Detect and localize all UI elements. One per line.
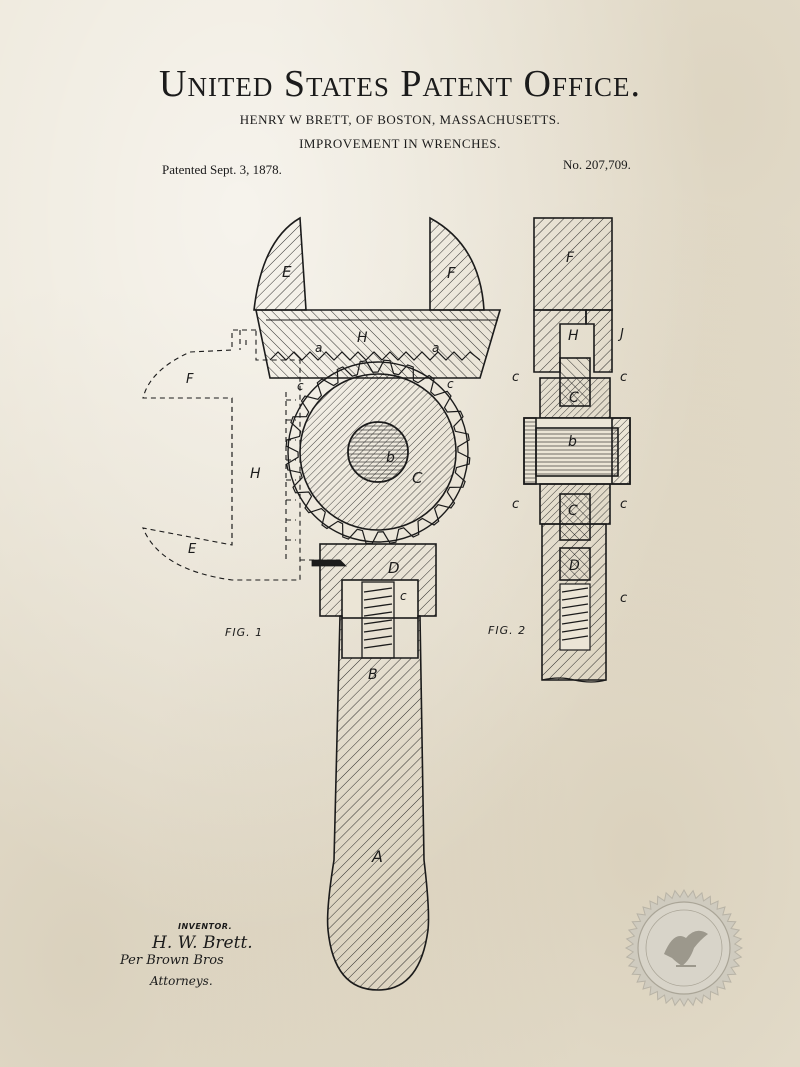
fig2-label-c-br: c — [620, 497, 627, 512]
fig2-label-j: J — [617, 327, 624, 342]
fig2-label-f: F — [566, 250, 575, 266]
label-b: B — [368, 667, 378, 683]
label-h: H — [357, 330, 368, 346]
label-a2: a — [432, 341, 439, 355]
inventor-caption: INVENTOR. — [178, 922, 233, 931]
ghost-jaw-assembly — [142, 329, 340, 581]
label-e: E — [282, 263, 292, 281]
inventor-line: HENRY W BRETT, OF BOSTON, MASSACHUSETTS. — [239, 112, 561, 127]
fig2-label-c-low: C — [568, 503, 578, 519]
handle-a-b — [326, 615, 430, 991]
figure-2 — [523, 217, 631, 683]
inventor-signature: H. W. Brett. — [152, 933, 253, 953]
attorneys-role: Attorneys. — [150, 974, 213, 988]
fig1-part-labels: E F H a a c c C b D c B A — [282, 263, 456, 866]
fig2-label-c-tr: c — [620, 370, 627, 385]
patent-number: No. 207,709. — [563, 157, 631, 172]
label-pinion-c: C — [412, 469, 423, 487]
ghost-jaw-top-label: F — [186, 372, 194, 387]
ghost-jaw-bottom-label: E — [188, 542, 197, 557]
fig2-label-b: b — [568, 434, 577, 450]
patented-date: Patented Sept. 3, 1878. — [162, 162, 282, 177]
eagle-seal-icon — [624, 888, 744, 1008]
jaw-left-e — [253, 216, 307, 311]
ghost-bar-label: H — [250, 466, 261, 482]
label-c-right: c — [447, 377, 454, 391]
improvement-line: IMPROVEMENT IN WRENCHES. — [299, 136, 501, 151]
jaw-right-f — [429, 216, 485, 311]
fig2-label-d: D — [569, 558, 580, 574]
fig2-label-h: H — [568, 328, 579, 344]
page-title: United States Patent Office. — [159, 63, 641, 105]
pinion-gear — [285, 359, 471, 545]
rack-bar-h — [255, 309, 502, 379]
label-hub-b: b — [386, 450, 395, 466]
fig-2-label: FIG. 2 — [488, 624, 527, 637]
fig2-label-c-bl: c — [512, 497, 519, 512]
label-a: A — [371, 847, 383, 866]
label-spring-c: c — [400, 589, 407, 603]
fig2-label-c-side: c — [620, 591, 627, 606]
fig2-label-c-tl: c — [512, 370, 519, 385]
label-d: D — [388, 559, 400, 577]
fig2-part-labels: F H J c c C b c c C D c — [512, 250, 627, 606]
fig-1-label: FIG. 1 — [225, 626, 264, 639]
label-c-left: c — [297, 379, 304, 393]
label-f: F — [447, 264, 456, 282]
figure-1: F H E — [142, 216, 502, 991]
rack-teeth — [269, 351, 481, 361]
label-a1: a — [315, 341, 322, 355]
attorneys-signature: Per Brown Bros — [120, 953, 224, 968]
fig2-label-c-mid: C — [569, 390, 579, 406]
